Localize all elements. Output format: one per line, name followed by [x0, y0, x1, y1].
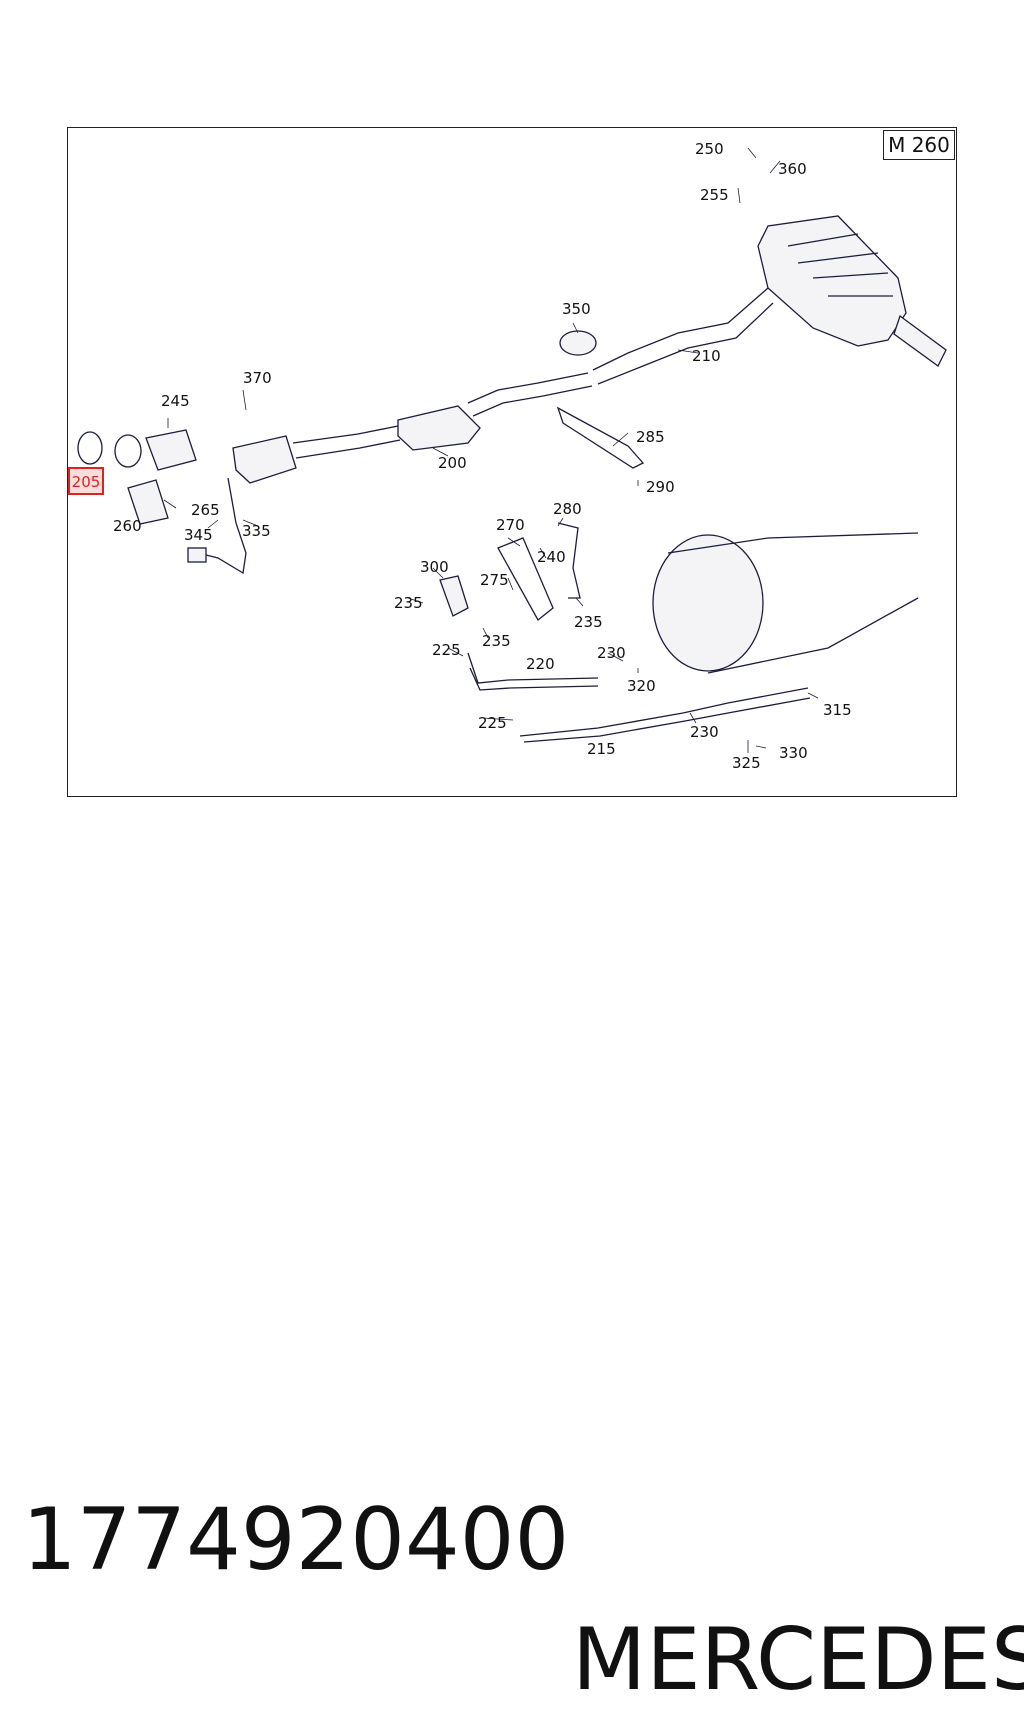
label-320: 320 — [627, 677, 656, 695]
gasket-205 — [77, 431, 103, 465]
intermediate-pipe — [467, 372, 593, 417]
middle-silencer — [397, 405, 481, 451]
front-pipe — [292, 425, 401, 459]
label-360: 360 — [778, 160, 807, 178]
label-200: 200 — [438, 454, 467, 472]
label-275: 275 — [480, 571, 509, 589]
label-255: 255 — [700, 186, 729, 204]
label-330: 330 — [779, 744, 808, 762]
label-230-b: 230 — [690, 723, 719, 741]
label-210: 210 — [692, 347, 721, 365]
label-265: 265 — [191, 501, 220, 519]
bracket-285 — [556, 406, 645, 469]
middle-pipe — [592, 287, 774, 385]
label-230-a: 230 — [597, 644, 626, 662]
label-285: 285 — [636, 428, 665, 446]
label-225-a: 225 — [432, 641, 461, 659]
label-240: 240 — [537, 548, 566, 566]
label-225-b: 225 — [478, 714, 507, 732]
leader-lines — [163, 147, 819, 753]
label-280: 280 — [553, 500, 582, 518]
pipe-215 — [519, 687, 811, 743]
label-250: 250 — [695, 140, 724, 158]
mount-260 — [127, 479, 169, 525]
label-300: 300 — [420, 558, 449, 576]
label-260: 260 — [113, 517, 142, 535]
sensor-300 — [439, 575, 469, 617]
model-code-badge: M 260 — [883, 130, 955, 160]
particulate-filter — [232, 435, 297, 484]
label-235-b: 235 — [574, 613, 603, 631]
part-number: 1774920400 — [22, 1490, 570, 1590]
label-325: 325 — [732, 754, 761, 772]
label-345: 345 — [184, 526, 213, 544]
detail-tank-body — [667, 532, 919, 674]
label-290: 290 — [646, 478, 675, 496]
highlighted-part-label[interactable]: 205 — [68, 467, 104, 495]
exhaust-system-diagram: 250 360 255 350 210 370 245 285 200 290 … — [77, 140, 947, 772]
sensor-wire — [197, 477, 247, 575]
bracket-270 — [497, 537, 554, 621]
label-370: 370 — [243, 369, 272, 387]
label-335: 335 — [242, 522, 271, 540]
tail-pipe — [893, 314, 947, 367]
label-235-a: 235 — [394, 594, 423, 612]
label-245: 245 — [161, 392, 190, 410]
label-235-c: 235 — [482, 632, 511, 650]
label-215: 215 — [587, 740, 616, 758]
label-270: 270 — [496, 516, 525, 534]
parts-diagram-frame: 250 360 255 350 210 370 245 285 200 290 … — [67, 127, 957, 797]
rear-silencer-ribs — [787, 233, 893, 297]
label-350: 350 — [562, 300, 591, 318]
sensor-plug — [187, 547, 207, 563]
brand-name: MERCEDES — [572, 1610, 1024, 1710]
clamp-350 — [559, 330, 597, 356]
rear-silencer — [757, 215, 907, 347]
detail-tank-end — [652, 534, 764, 672]
caption: 1774920400 MERCEDES — [0, 1360, 1024, 1710]
label-220: 220 — [526, 655, 555, 673]
label-315: 315 — [823, 701, 852, 719]
front-catalyst — [145, 429, 197, 471]
pipe-220 — [467, 652, 599, 691]
flange-gasket — [114, 434, 142, 468]
